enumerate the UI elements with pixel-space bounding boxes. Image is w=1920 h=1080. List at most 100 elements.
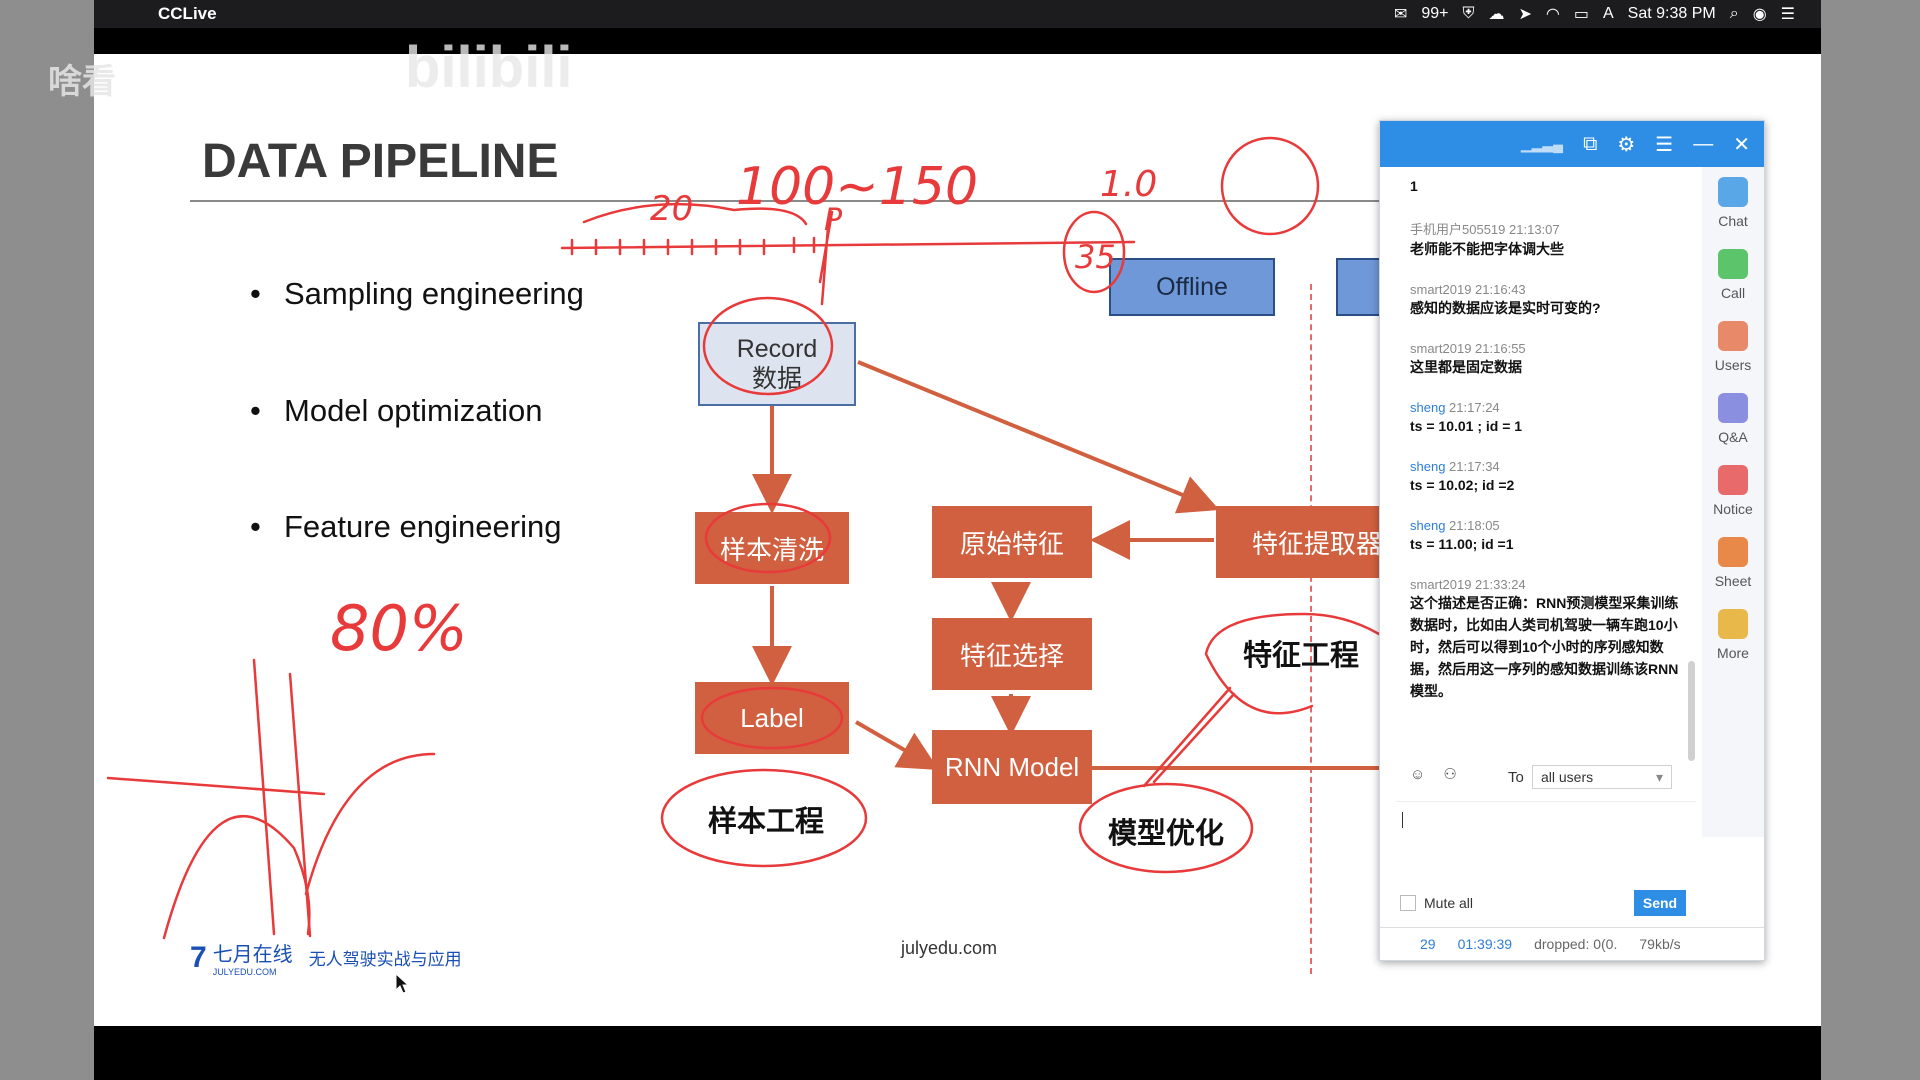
record-data-box: Record 数据 — [698, 322, 856, 406]
sidebar-item-label: Chat — [1718, 213, 1748, 229]
chat-message-input[interactable] — [1396, 801, 1696, 882]
sheet-icon — [1718, 537, 1748, 567]
bullet-feature-eng: Feature engineering — [250, 509, 562, 545]
message-sender: sheng — [1410, 459, 1446, 474]
chat-toolbar: ☺ ⚇ — [1410, 765, 1457, 784]
message-list: 手机用户505519 21:13:07 老师能不能把字体调大些 smart2019 … — [1410, 219, 1686, 702]
feature-extractor-box: 特征提取器 — [1216, 506, 1379, 578]
user-select-icon[interactable]: ⚇ — [1443, 766, 1457, 783]
message-text: 感知的数据应该是实时可变的? — [1410, 300, 1601, 316]
chat-icon — [1718, 177, 1748, 207]
wechat-icon[interactable]: ✉ — [1393, 6, 1408, 23]
offline-box: Offline — [1109, 258, 1275, 316]
bottom-bar — [94, 1026, 1821, 1080]
sidebar-item-chat[interactable]: Chat — [1702, 167, 1764, 239]
bullet-sampling: Sampling engineering — [250, 276, 584, 312]
title-divider — [190, 200, 1390, 202]
status-dropped: dropped: 0(0. — [1534, 935, 1618, 952]
mouse-cursor-icon — [395, 972, 410, 994]
bullet-model-opt: Model optimization — [250, 393, 543, 429]
menubar-status-area: ✉ 99+ ⛨ ☁ ➤ ◠ ▭ A Sat 9:38 PM ⌕ ◉ ☰ — [1394, 4, 1795, 24]
message-time: 21:17:24 — [1449, 400, 1500, 415]
message-text: ts = 10.02; id =2 — [1410, 477, 1515, 493]
message-meta: sheng 21:17:24 — [1410, 400, 1686, 415]
chat-message: sheng 21:17:34 ts = 10.02; id =2 — [1410, 459, 1686, 496]
to-label: To — [1508, 769, 1524, 786]
bilibili-watermark: bilibili — [405, 35, 573, 100]
sidebar-item-call[interactable]: Call — [1702, 239, 1764, 311]
chat-message: sheng 21:18:05 ts = 11.00; id =1 — [1410, 518, 1686, 555]
slide-title: DATA PIPELINE — [202, 135, 559, 188]
emoji-icon[interactable]: ☺ — [1410, 765, 1426, 783]
mute-all-checkbox[interactable] — [1400, 895, 1416, 911]
message-time: 21:18:05 — [1449, 518, 1500, 533]
shield-icon[interactable]: ⛨ — [1462, 5, 1475, 22]
app-name[interactable]: CCLive — [158, 4, 217, 23]
chat-status-bar: 29 01:39:39 dropped: 0(0. 79kb/s — [1380, 927, 1764, 959]
sidebar-item-sheet[interactable]: Sheet — [1702, 527, 1764, 599]
status-rate: 79kb/s — [1639, 935, 1681, 952]
minimize-icon[interactable]: — — [1693, 132, 1714, 155]
send-button[interactable]: Send — [1634, 890, 1686, 916]
mute-all-toggle[interactable]: Mute all — [1400, 895, 1473, 911]
footer-logo: 7 七月在线 JULYEDU.COM 无人驾驶实战与应用 — [190, 938, 462, 978]
message-sender: smart2019 — [1410, 577, 1472, 592]
input-source[interactable]: A — [1603, 5, 1614, 22]
notification-count: 99+ — [1421, 5, 1449, 22]
feature-select-box: 特征选择 — [932, 618, 1092, 690]
message-sender: sheng — [1410, 518, 1446, 533]
send-icon[interactable]: ➤ — [1518, 6, 1532, 23]
chat-titlebar[interactable]: ▁▂▃▄ ⧉ ⚙ ☰ — ✕ — [1380, 121, 1764, 167]
message-sender: 手机用户505519 — [1410, 222, 1506, 237]
control-center-icon[interactable]: ☰ — [1780, 6, 1795, 23]
message-meta: smart2019 21:16:55 — [1410, 341, 1686, 356]
notice-icon — [1718, 465, 1748, 495]
chat-message: smart2019 21:16:55 这里都是固定数据 — [1410, 341, 1686, 378]
sidebar-item-users[interactable]: Users — [1702, 311, 1764, 383]
message-text: ts = 11.00; id =1 — [1410, 536, 1514, 552]
sample-eng-label: 样本工程 — [708, 806, 825, 838]
message-meta: smart2019 21:33:24 — [1410, 577, 1686, 592]
chat-message: 手机用户505519 21:13:07 老师能不能把字体调大些 — [1410, 219, 1686, 260]
question-icon — [1718, 393, 1748, 423]
phone-icon — [1718, 249, 1748, 279]
message-time: 21:13:07 — [1509, 222, 1560, 237]
message-meta: sheng 21:18:05 — [1410, 518, 1686, 533]
message-meta: sheng 21:17:34 — [1410, 459, 1686, 474]
message-sender: smart2019 — [1410, 282, 1472, 297]
popout-icon[interactable]: ⧉ — [1583, 132, 1598, 155]
close-icon[interactable]: ✕ — [1733, 133, 1750, 156]
message-sender: smart2019 — [1410, 341, 1472, 356]
spotlight-search-icon[interactable]: ⌕ — [1729, 5, 1739, 22]
gear-icon[interactable]: ⚙ — [1617, 133, 1636, 156]
footer-logo-small: JULYEDU.COM — [212, 967, 277, 977]
sidebar-item-label: Notice — [1713, 501, 1753, 517]
recipient-select[interactable]: all users — [1532, 765, 1672, 789]
sidebar-item-label: More — [1717, 645, 1749, 661]
siri-icon[interactable]: ◉ — [1752, 6, 1767, 23]
chat-scrollbar[interactable] — [1688, 661, 1695, 761]
sidebar-item-qa[interactable]: Q&A — [1702, 383, 1764, 455]
wifi-icon[interactable]: ◠ — [1545, 6, 1560, 23]
battery-icon[interactable]: ▭ — [1573, 6, 1589, 23]
message-text: 这里都是固定数据 — [1410, 359, 1522, 375]
footer-logo-text: 七月在线 — [212, 944, 293, 966]
more-icon — [1718, 609, 1748, 639]
cloud-icon[interactable]: ☁ — [1488, 6, 1505, 23]
raw-feature-box: 原始特征 — [932, 506, 1092, 578]
rnn-model-box: RNN Model — [932, 730, 1092, 804]
message-time: 21:16:55 — [1475, 341, 1526, 356]
message-text: 老师能不能把字体调大些 — [1410, 241, 1564, 257]
sidebar-item-more[interactable]: More — [1702, 599, 1764, 671]
clock[interactable]: Sat 9:38 PM — [1627, 5, 1716, 22]
text-caret — [1402, 812, 1403, 828]
message-sender: sheng — [1410, 400, 1446, 415]
sidebar-item-notice[interactable]: Notice — [1702, 455, 1764, 527]
status-time: 01:39:39 — [1457, 935, 1513, 952]
footer-logo-text-wrap: 七月在线 JULYEDU.COM — [213, 938, 293, 977]
menu-icon[interactable]: ☰ — [1655, 133, 1674, 156]
